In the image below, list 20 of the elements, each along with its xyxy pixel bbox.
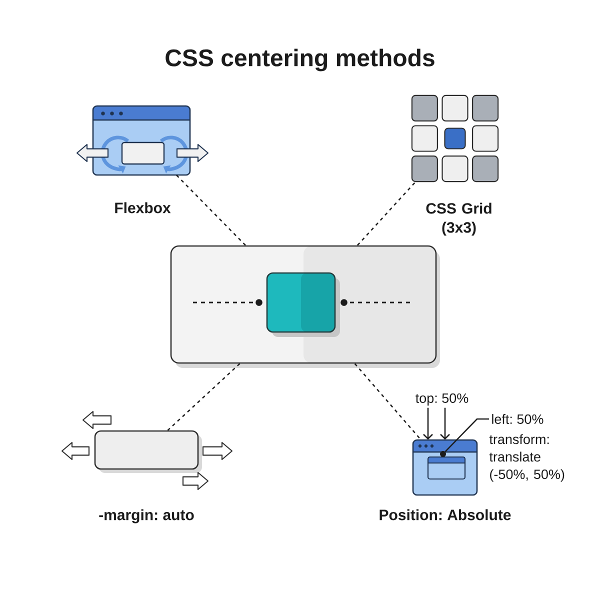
node-label: Position: Absolute [380,509,511,520]
arrow [440,408,450,440]
connector [354,363,422,440]
margin-box [94,430,202,473]
node-label: CSS Grid (3x3) [426,202,492,236]
arrow [423,408,433,440]
title: CSS centering methods [166,48,434,72]
node-label: Flexbox [115,202,171,214]
connector [167,363,240,431]
window-illustration [412,439,478,496]
grid-illustration [411,94,499,182]
centered-square [266,272,340,337]
annotation: left: 50% [492,414,544,424]
connector [356,181,416,246]
flexbox-illustration [76,105,209,176]
connector [176,174,246,246]
node-label: -margin: auto [99,509,194,524]
leader-line [444,418,489,452]
annotation: top: 50% [416,393,468,406]
annotation: transform: translate (-50%, 50%) [489,434,564,482]
